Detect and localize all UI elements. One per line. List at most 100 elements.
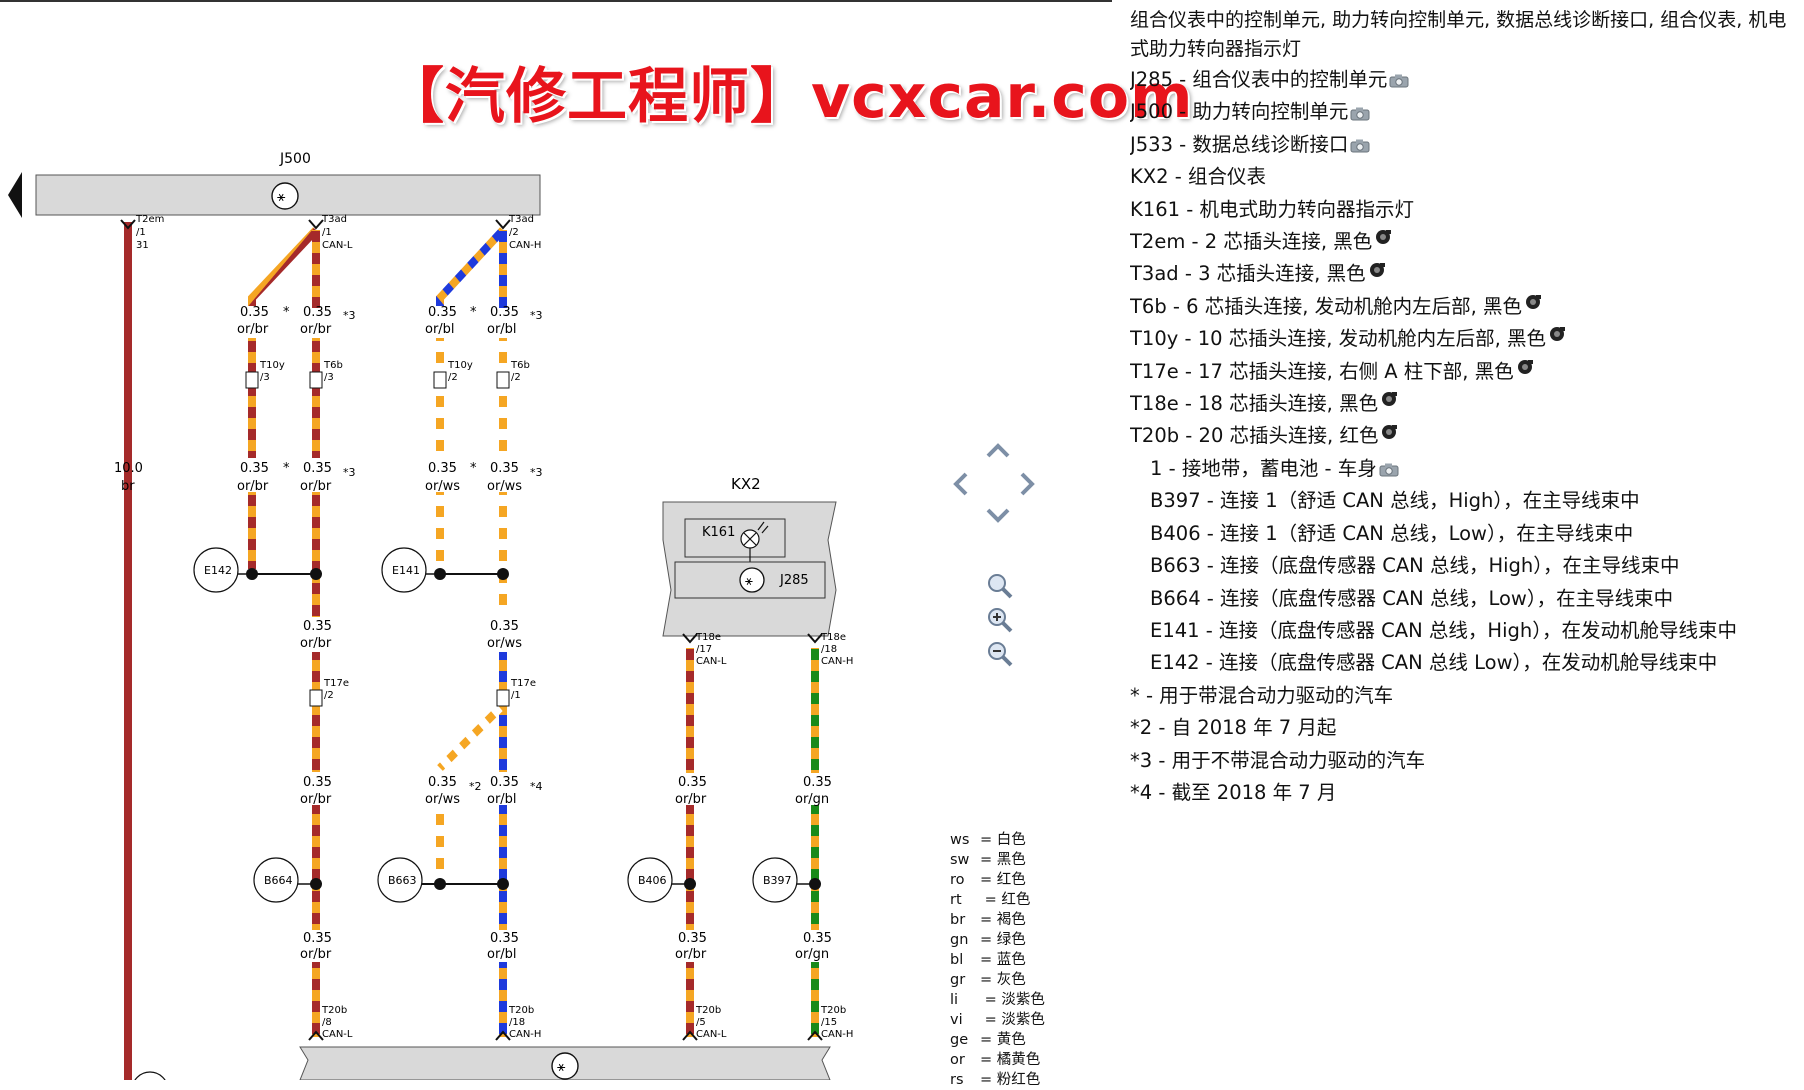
svg-text:T20b: T20b: [695, 1005, 721, 1016]
svg-text:0.35: 0.35: [303, 461, 332, 476]
color-code: sw: [950, 852, 970, 868]
svg-text:31: 31: [136, 240, 149, 251]
zoom-out-icon[interactable]: [986, 640, 1014, 668]
svg-text:or/ws: or/ws: [425, 479, 460, 494]
svg-text:E142: E142: [204, 564, 232, 577]
svg-text:/3: /3: [260, 372, 270, 383]
color-code-row: bl= 蓝色: [950, 950, 1045, 970]
svg-text:*3: *3: [343, 466, 356, 479]
color-code-row: rs= 粉红色: [950, 1070, 1045, 1090]
wire-or-br: [686, 805, 694, 930]
connector-icon[interactable]: [1524, 293, 1542, 311]
svg-text:CAN-L: CAN-L: [322, 1029, 353, 1040]
zoom-in-icon[interactable]: [986, 606, 1014, 634]
connector-icon[interactable]: [1374, 228, 1392, 246]
light-rays-icon: [757, 521, 769, 534]
color-code-row: li = 淡紫色: [950, 990, 1045, 1010]
legend-item-text: J500 - 助力转向控制单元: [1130, 100, 1349, 124]
legend-item: T3ad - 3 芯插头连接, 黑色: [1130, 258, 1804, 290]
can-bus-symbol-icon: [551, 1052, 579, 1080]
legend-item-text: T10y - 10 芯插头连接, 发动机舱内左后部, 黑色: [1130, 327, 1547, 351]
legend-item: K161 - 机电式助力转向器指示灯: [1130, 194, 1804, 226]
svg-text:br: br: [121, 479, 135, 494]
legend-item: E141 - 连接（底盘传感器 CAN 总线，High），在发动机舱导线束中: [1130, 615, 1804, 647]
svg-text:J285: J285: [779, 573, 809, 588]
zoom-fit-icon[interactable]: [986, 572, 1014, 600]
color-code-row: rt = 红色: [950, 890, 1045, 910]
camera-icon[interactable]: [1350, 139, 1370, 153]
color-name: = 淡紫色: [980, 1012, 1045, 1028]
pan-up-icon[interactable]: [984, 440, 1012, 460]
svg-text:CAN-H: CAN-H: [821, 1029, 853, 1040]
svg-text:*3: *3: [343, 309, 356, 322]
connector-icon[interactable]: [1516, 358, 1534, 376]
camera-icon[interactable]: [1350, 107, 1370, 121]
legend-item: T18e - 18 芯插头连接, 黑色: [1130, 388, 1804, 420]
legend-item: B406 - 连接 1（舒适 CAN 总线，Low），在主导线束中: [1130, 518, 1804, 550]
wire-or-bl: [499, 652, 507, 772]
connector-icon[interactable]: [1380, 423, 1398, 441]
connector-icon[interactable]: [1380, 390, 1398, 408]
legend-item: *4 - 截至 2018 年 7 月: [1130, 777, 1804, 806]
splice-e142: [193, 547, 239, 593]
svg-text:0.35: 0.35: [678, 931, 707, 946]
camera-icon[interactable]: [1379, 463, 1399, 477]
legend-item-text: E142 - 连接（底盘传感器 CAN 总线 Low），在发动机舱导线束中: [1150, 651, 1718, 675]
svg-text:*: *: [470, 305, 477, 320]
color-name: = 蓝色: [980, 952, 1026, 968]
svg-text:or/bl: or/bl: [487, 792, 517, 807]
can-bus-symbol-icon: [739, 567, 765, 593]
wire-or-ws: [499, 492, 507, 612]
legend-item: T2em - 2 芯插头连接, 黑色: [1130, 226, 1804, 258]
legend-item-text: * - 用于带混合动力驱动的汽车: [1130, 683, 1394, 707]
svg-text:0.35: 0.35: [303, 931, 332, 946]
connector-t10y-icon: [245, 371, 259, 389]
legend-item-text: T20b - 20 芯插头连接, 红色: [1130, 424, 1379, 448]
svg-text:or/gn: or/gn: [795, 947, 829, 962]
color-code-row: vi = 淡紫色: [950, 1010, 1045, 1030]
wire-or-bl: [499, 805, 507, 930]
svg-text:T20b: T20b: [321, 1005, 347, 1016]
svg-text:⚹: ⚹: [745, 574, 753, 589]
splice-e141: [381, 547, 427, 593]
wire-or-gn: [811, 962, 819, 1037]
color-name: = 红色: [980, 892, 1031, 908]
wiring-diagram: ⚹ J500 10.0 br T2em /1 31 T3ad /1 CAN-L …: [8, 151, 853, 1080]
svg-text:B664: B664: [264, 874, 293, 887]
ground-wire-brown: [124, 222, 132, 1080]
svg-text:T6b: T6b: [323, 360, 343, 371]
svg-text:T3ad: T3ad: [508, 214, 534, 225]
connector-icon[interactable]: [1368, 261, 1386, 279]
k161-indicator-box: [684, 518, 786, 558]
legend-item: * - 用于带混合动力驱动的汽车: [1130, 680, 1804, 712]
camera-icon[interactable]: [1389, 74, 1409, 88]
svg-text:or/bl: or/bl: [425, 322, 455, 337]
svg-text:CAN-L: CAN-L: [696, 656, 727, 667]
color-code-row: ge= 黄色: [950, 1030, 1045, 1050]
pin-arrow-icon: [308, 219, 324, 230]
svg-text:/1: /1: [322, 227, 332, 238]
pan-right-icon[interactable]: [1018, 470, 1038, 498]
watermark-banner: 【汽修工程师】vcxcar.com: [384, 62, 1194, 132]
svg-text:/8: /8: [322, 1017, 332, 1028]
connector-icon[interactable]: [1548, 325, 1566, 343]
pan-down-icon[interactable]: [984, 506, 1012, 526]
color-code: li: [950, 992, 959, 1008]
svg-text:or/br: or/br: [300, 792, 332, 807]
svg-text:/18: /18: [821, 644, 837, 655]
color-name: = 绿色: [980, 932, 1026, 948]
svg-text:T18e: T18e: [820, 632, 846, 643]
color-code-row: gr= 灰色: [950, 970, 1045, 990]
wire-or-bl: [499, 962, 507, 1037]
pan-left-icon[interactable]: [950, 470, 970, 498]
svg-text:/15: /15: [821, 1017, 837, 1028]
connector-t6b-icon: [496, 371, 510, 389]
color-name: = 灰色: [980, 972, 1026, 988]
legend-item-text: *4 - 截至 2018 年 7 月: [1130, 780, 1337, 804]
legend-item: 1 - 接地带，蓄电池 - 车身: [1130, 453, 1804, 485]
svg-text:0.35: 0.35: [803, 931, 832, 946]
color-name: = 黄色: [980, 1032, 1026, 1048]
wire-or-ws: [436, 492, 444, 569]
color-code: rt: [950, 892, 962, 908]
